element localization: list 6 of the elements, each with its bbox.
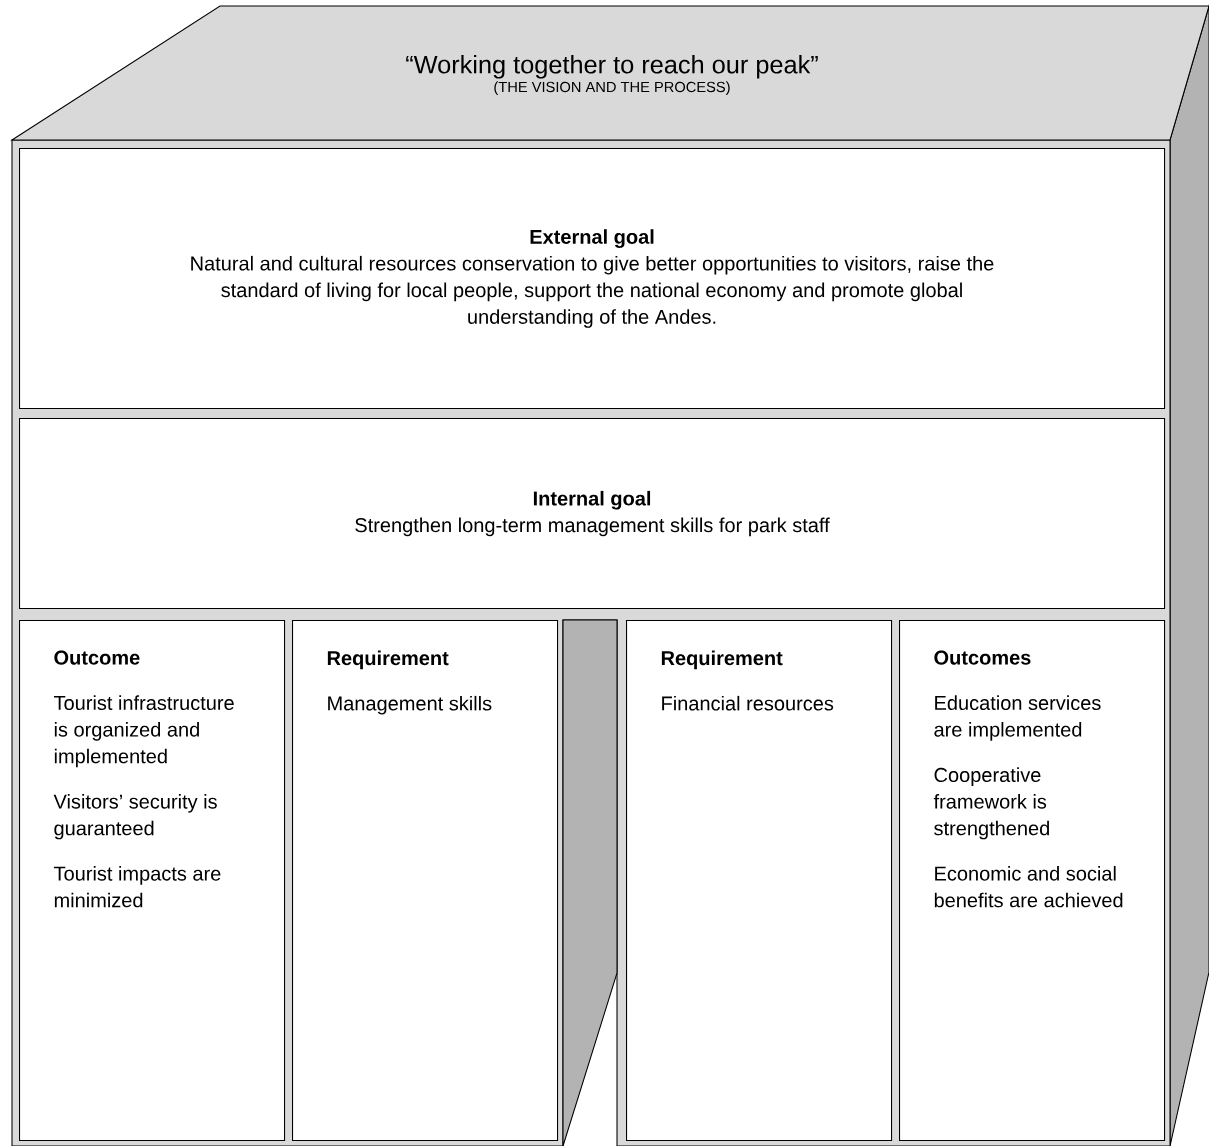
goal-box: External goal Natural and cultural resources conservation to give better opportunities to visitors, raise the standard of living for local people, support the national economy and promote global understanding of the Andes. — [19, 148, 1166, 410]
column-box: Requirement Management skills — [292, 620, 559, 1142]
goal-box: Internal goal Strengthen long-term management skills for park staff — [19, 418, 1166, 610]
column-box: Outcome Tourist infrastructure is organized and implemented Visitors’ security is guaranteed Tourist impacts are minimized — [19, 620, 286, 1142]
column-box: Outcomes Education services are implemented Cooperative framework is strengthened Economic and social benefits are achieved — [899, 620, 1166, 1142]
column-box: Requirement Financial resources — [626, 620, 893, 1142]
